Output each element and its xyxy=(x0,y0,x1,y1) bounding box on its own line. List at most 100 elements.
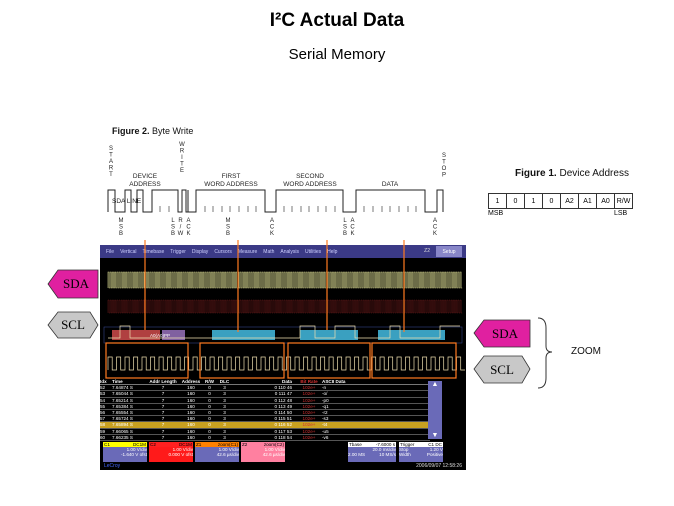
z2-indicator: Z2 xyxy=(424,248,430,254)
menu-math[interactable]: Math xyxy=(263,248,275,255)
bit-ticks xyxy=(159,206,417,212)
channel-scale: 1.00 V/div xyxy=(126,447,147,452)
table-cell: 7 xyxy=(161,428,165,434)
sample-rate: 10 MS/s xyxy=(379,452,396,457)
trigger-slope: Positive xyxy=(426,452,443,457)
table-cell: 0 xyxy=(208,428,211,434)
table-cell: Data xyxy=(282,379,292,384)
table-cell: 7 xyxy=(161,409,165,415)
scroll-up-icon[interactable]: ▲ xyxy=(431,381,439,388)
menu-measure[interactable]: Measure xyxy=(237,248,258,255)
sda-line-label: SDA LINE xyxy=(112,198,142,205)
table-cell: 7.66235 S xyxy=(112,434,133,440)
menu-vertical[interactable]: Vertical xyxy=(120,248,137,255)
channel-scale: 1.00 V/div xyxy=(172,447,193,452)
msb-caption: MSB xyxy=(488,210,504,217)
timebase-value: -7.6000 s xyxy=(375,442,395,447)
first-word-address-label: WORD ADDRESS xyxy=(204,181,258,188)
menu-timebase[interactable]: Timebase xyxy=(142,248,165,255)
table-cell: 160 xyxy=(187,416,195,422)
table-cell: 160 xyxy=(187,391,195,397)
table-cell: 57 xyxy=(100,416,106,422)
menu-file[interactable]: File xyxy=(106,248,115,255)
address-bit: 1 xyxy=(525,194,543,208)
menu-display[interactable]: Display xyxy=(191,248,209,255)
table-cell: 160 xyxy=(187,397,195,403)
data-label: DATA xyxy=(382,181,399,188)
figure1-number: Figure 1. xyxy=(515,168,557,179)
decode-segment xyxy=(212,330,275,340)
table-cell: 3 xyxy=(223,416,226,422)
sample-count: 2.00 MS xyxy=(348,452,366,457)
table-cell: 7 xyxy=(161,434,165,440)
table-cell: 55 xyxy=(100,403,106,409)
channel-name: Z2 xyxy=(242,442,248,447)
address-bit: 0 xyxy=(543,194,561,208)
channel-offset: -1.640 V ofst xyxy=(120,452,147,457)
scope-menubar: File Vertical Timebase Trigger Display Cursor… xyxy=(100,245,466,258)
table-cell: 102e+ xyxy=(302,385,316,391)
table-cell: 160 xyxy=(187,409,195,415)
setup-button[interactable]: Setup xyxy=(436,246,462,257)
menu-trigger[interactable]: Trigger xyxy=(170,248,186,255)
table-cell: 7 xyxy=(161,422,165,428)
trigger-state: Stop xyxy=(399,447,409,452)
channel-mode: DC1M xyxy=(132,442,146,447)
sda-waveform xyxy=(107,189,444,213)
channel-name: C1 xyxy=(104,442,110,447)
table-cell: 0 115 51 xyxy=(274,416,292,422)
table-cell: 7 xyxy=(161,397,165,403)
menu-utilities[interactable]: Utilities xyxy=(305,248,322,255)
table-cell: -u5 xyxy=(322,428,329,434)
table-cell: 3 xyxy=(223,403,226,409)
table-cell: 7.64874 S xyxy=(112,385,133,391)
menu-cursors[interactable]: Cursors xyxy=(214,248,232,255)
table-cell: 3 xyxy=(223,397,226,403)
table-cell: -s3 xyxy=(322,416,329,422)
table-cell: 102e+ xyxy=(302,428,316,434)
table-scrollbar[interactable]: ▲ ▼ xyxy=(428,381,442,439)
table-cell: 3 xyxy=(223,422,226,428)
trigger-mode: C1 DC xyxy=(428,442,442,447)
table-cell: 7.65214 S xyxy=(112,397,133,403)
table-cell: DLC xyxy=(219,379,230,384)
table-cell: 0 xyxy=(208,409,211,415)
slide-subtitle: Serial Memory xyxy=(288,46,386,63)
table-cell: 3 xyxy=(223,434,226,440)
second-label: SECOND xyxy=(296,173,324,180)
channel-name: Z1 xyxy=(196,442,202,447)
scroll-down-icon[interactable]: ▼ xyxy=(431,432,439,439)
table-cell: -p0 xyxy=(322,397,329,403)
decode-label: A0(A0)PP xyxy=(150,333,170,338)
channel-scale: 1.00 V/div xyxy=(264,447,285,452)
menu-analysis[interactable]: Analysis xyxy=(280,248,300,255)
table-cell: R/W xyxy=(205,379,214,384)
table-cell: 7 xyxy=(161,391,165,397)
table-cell: 7.65554 S xyxy=(112,409,133,415)
table-cell: 58 xyxy=(100,422,106,428)
trigger-level: 1.20 V xyxy=(429,447,443,452)
menu-help[interactable]: Help xyxy=(327,248,338,255)
table-cell: -q1 xyxy=(322,403,329,409)
